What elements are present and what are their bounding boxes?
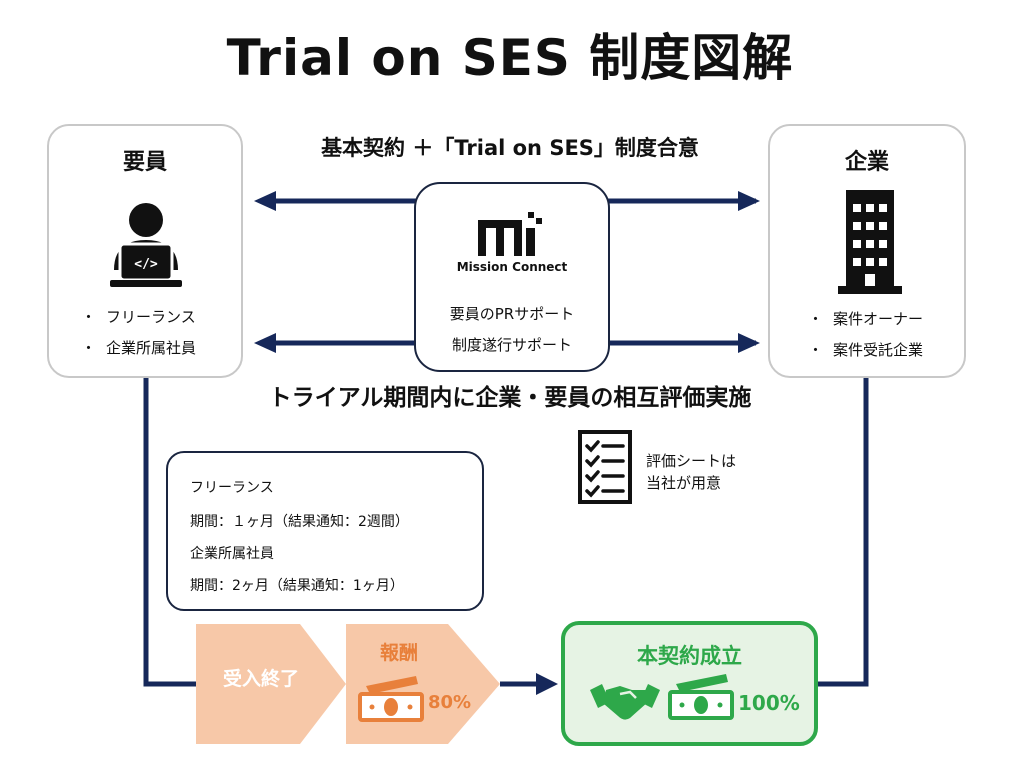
reward-percent: 80% — [428, 692, 472, 713]
staff-box: 要員 </> フリーランス 企業所属社員 — [47, 124, 243, 378]
staff-title: 要員 — [122, 150, 167, 175]
office-building-icon — [838, 190, 902, 294]
cash-icon — [358, 676, 424, 722]
end-of-acceptance-label: 受入終了 — [222, 668, 299, 690]
contract-percent: 100% — [738, 691, 800, 715]
mission-connect-logo-icon — [478, 212, 542, 256]
staff-flow-line — [143, 376, 200, 687]
term-line: 期間：１ヶ月（結果通知：2週間） — [190, 514, 409, 530]
term-line: 期間：2ヶ月（結果通知：1ヶ月） — [190, 578, 404, 594]
company-flow-line — [818, 376, 869, 687]
staff-type-list: フリーランス 企業所属社員 — [81, 302, 196, 364]
reward-label: 報酬 — [380, 642, 419, 664]
trial-terms-box: フリーランス 期間：１ヶ月（結果通知：2週間） 企業所属社員 期間：2ヶ月（結果… — [166, 451, 484, 611]
mutual-evaluation-text: トライアル期間内に企業・要員の相互評価実施 — [268, 385, 752, 411]
list-item: 企業所属社員 — [81, 333, 196, 364]
end-chevron-shape — [196, 624, 346, 744]
company-box: 企業 案件オーナー 案件受託企業 — [768, 124, 966, 378]
developer-laptop-icon: </> — [110, 203, 182, 287]
support-item: 制度遂行サポート — [451, 336, 572, 354]
cash-icon — [668, 674, 734, 720]
mission-connect-box — [414, 182, 610, 372]
term-line: 企業所属社員 — [190, 546, 274, 562]
mission-connect-logo-text: Mission Connect — [456, 260, 568, 274]
svg-text:</>: </> — [134, 257, 158, 272]
company-type-list: 案件オーナー 案件受託企業 — [808, 304, 923, 366]
to-contract-arrow — [500, 673, 558, 695]
eval-sheet-note: 評価シートは 当社が用意 — [646, 450, 736, 494]
company-title: 企業 — [844, 150, 889, 175]
term-line: フリーランス — [190, 480, 274, 496]
final-contract-label: 本契約成立 — [637, 644, 742, 668]
list-item: 案件受託企業 — [808, 335, 923, 366]
handshake-icon — [590, 684, 660, 720]
list-item: フリーランス — [81, 302, 196, 333]
checklist-icon — [578, 430, 632, 504]
list-item: 案件オーナー — [808, 304, 923, 335]
eval-note-line: 当社が用意 — [646, 474, 722, 492]
support-item: 要員のPRサポート — [449, 305, 575, 323]
eval-note-line: 評価シートは — [646, 452, 737, 470]
contract-agreement-text: 基本契約 ＋「Trial on SES」制度合意 — [321, 136, 699, 160]
page-title: Trial on SES 制度図解 — [226, 29, 794, 87]
